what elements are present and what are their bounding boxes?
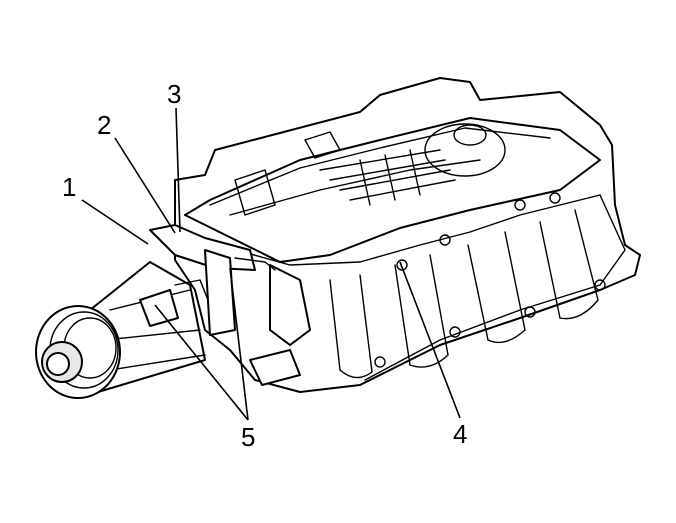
callout-3: 3 xyxy=(167,79,181,109)
harness-bracket xyxy=(139,224,311,386)
leader-lines xyxy=(81,107,461,421)
pulley xyxy=(35,305,121,399)
callout-4: 4 xyxy=(453,419,467,449)
top-cover xyxy=(184,117,601,263)
callout-1: 1 xyxy=(62,172,76,202)
flange-rim xyxy=(199,192,626,381)
callout-2: 2 xyxy=(97,110,111,140)
callout-5: 5 xyxy=(241,422,255,452)
